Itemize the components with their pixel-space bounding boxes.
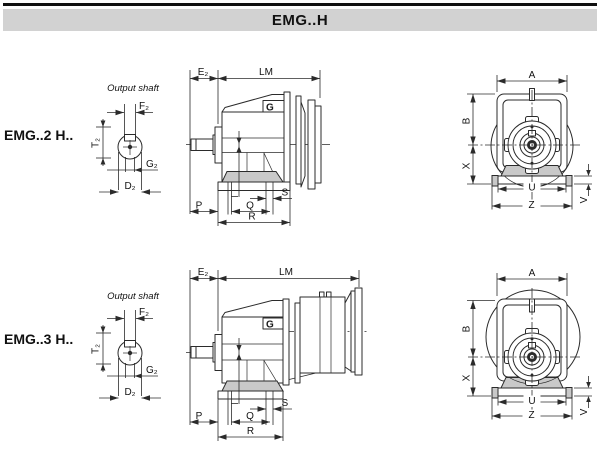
dim-label-z: Z	[528, 200, 534, 211]
dim-label-e2: E₂	[198, 267, 209, 278]
dim-label-r: R	[247, 426, 254, 437]
dim-label-g2: G₂	[146, 159, 158, 170]
dim-label-g2: G₂	[146, 365, 158, 376]
dim-label-q: Q	[246, 411, 254, 422]
model-label: EMG..3 H..	[4, 331, 73, 347]
dim-label-v: V	[579, 196, 590, 203]
dim-label-b: B	[462, 325, 473, 332]
emg2-side-view: E₂ LM G	[186, 67, 330, 226]
dim-label-u: U	[528, 396, 535, 407]
dim-label-v: V	[579, 408, 590, 415]
dim-label-lm: LM	[279, 267, 293, 278]
dim-label-a: A	[529, 268, 536, 279]
dim-label-lm: LM	[259, 67, 273, 78]
dim-label-d2: D₂	[124, 387, 135, 398]
dim-label-q: Q	[246, 201, 254, 212]
dim-label-x: X	[462, 162, 473, 169]
page-title: EMG..H	[271, 11, 329, 29]
dim-label-s: S	[282, 188, 289, 199]
dim-label-f2: F₂	[139, 307, 149, 318]
dim-label-t2: T₂	[91, 344, 102, 354]
emg2-h-drawing: EMG..2 H.. Output shaft F₂ T₂ G₂	[4, 67, 592, 226]
dim-label-t2: T₂	[91, 138, 102, 148]
output-shaft-caption: Output shaft	[107, 83, 159, 94]
nameplate-logo: G	[266, 320, 274, 331]
dim-label-r: R	[248, 212, 255, 223]
emg2-front-view: A	[462, 70, 592, 211]
dim-label-z: Z	[528, 410, 534, 421]
dim-label-d2: D₂	[124, 181, 135, 192]
emg3-shaft-detail: Output shaft F₂ T₂ G₂	[91, 291, 161, 401]
nameplate-logo: G	[266, 103, 274, 114]
top-border	[3, 3, 597, 6]
model-label: EMG..2 H..	[4, 127, 73, 143]
emg2-shaft-detail: Output shaft F₂ T₂ G₂	[91, 83, 161, 195]
dim-label-p: P	[196, 411, 203, 422]
emg3-front-view: A	[462, 268, 592, 421]
dim-label-a: A	[529, 70, 536, 81]
dim-label-x: X	[462, 374, 473, 381]
emg3-h-drawing: EMG..3 H.. Output shaft F₂ T₂ G₂	[4, 267, 592, 441]
dim-label-p: P	[196, 201, 203, 212]
output-shaft-caption: Output shaft	[107, 291, 159, 302]
title-bar: EMG..H	[3, 9, 597, 31]
dim-label-e2: E₂	[198, 67, 209, 78]
emg3-side-view: E₂ LM G	[186, 267, 369, 441]
dim-label-f2: F₂	[139, 101, 149, 112]
dim-label-b: B	[462, 117, 473, 124]
dim-label-u: U	[528, 183, 535, 194]
dim-label-s: S	[282, 398, 289, 409]
